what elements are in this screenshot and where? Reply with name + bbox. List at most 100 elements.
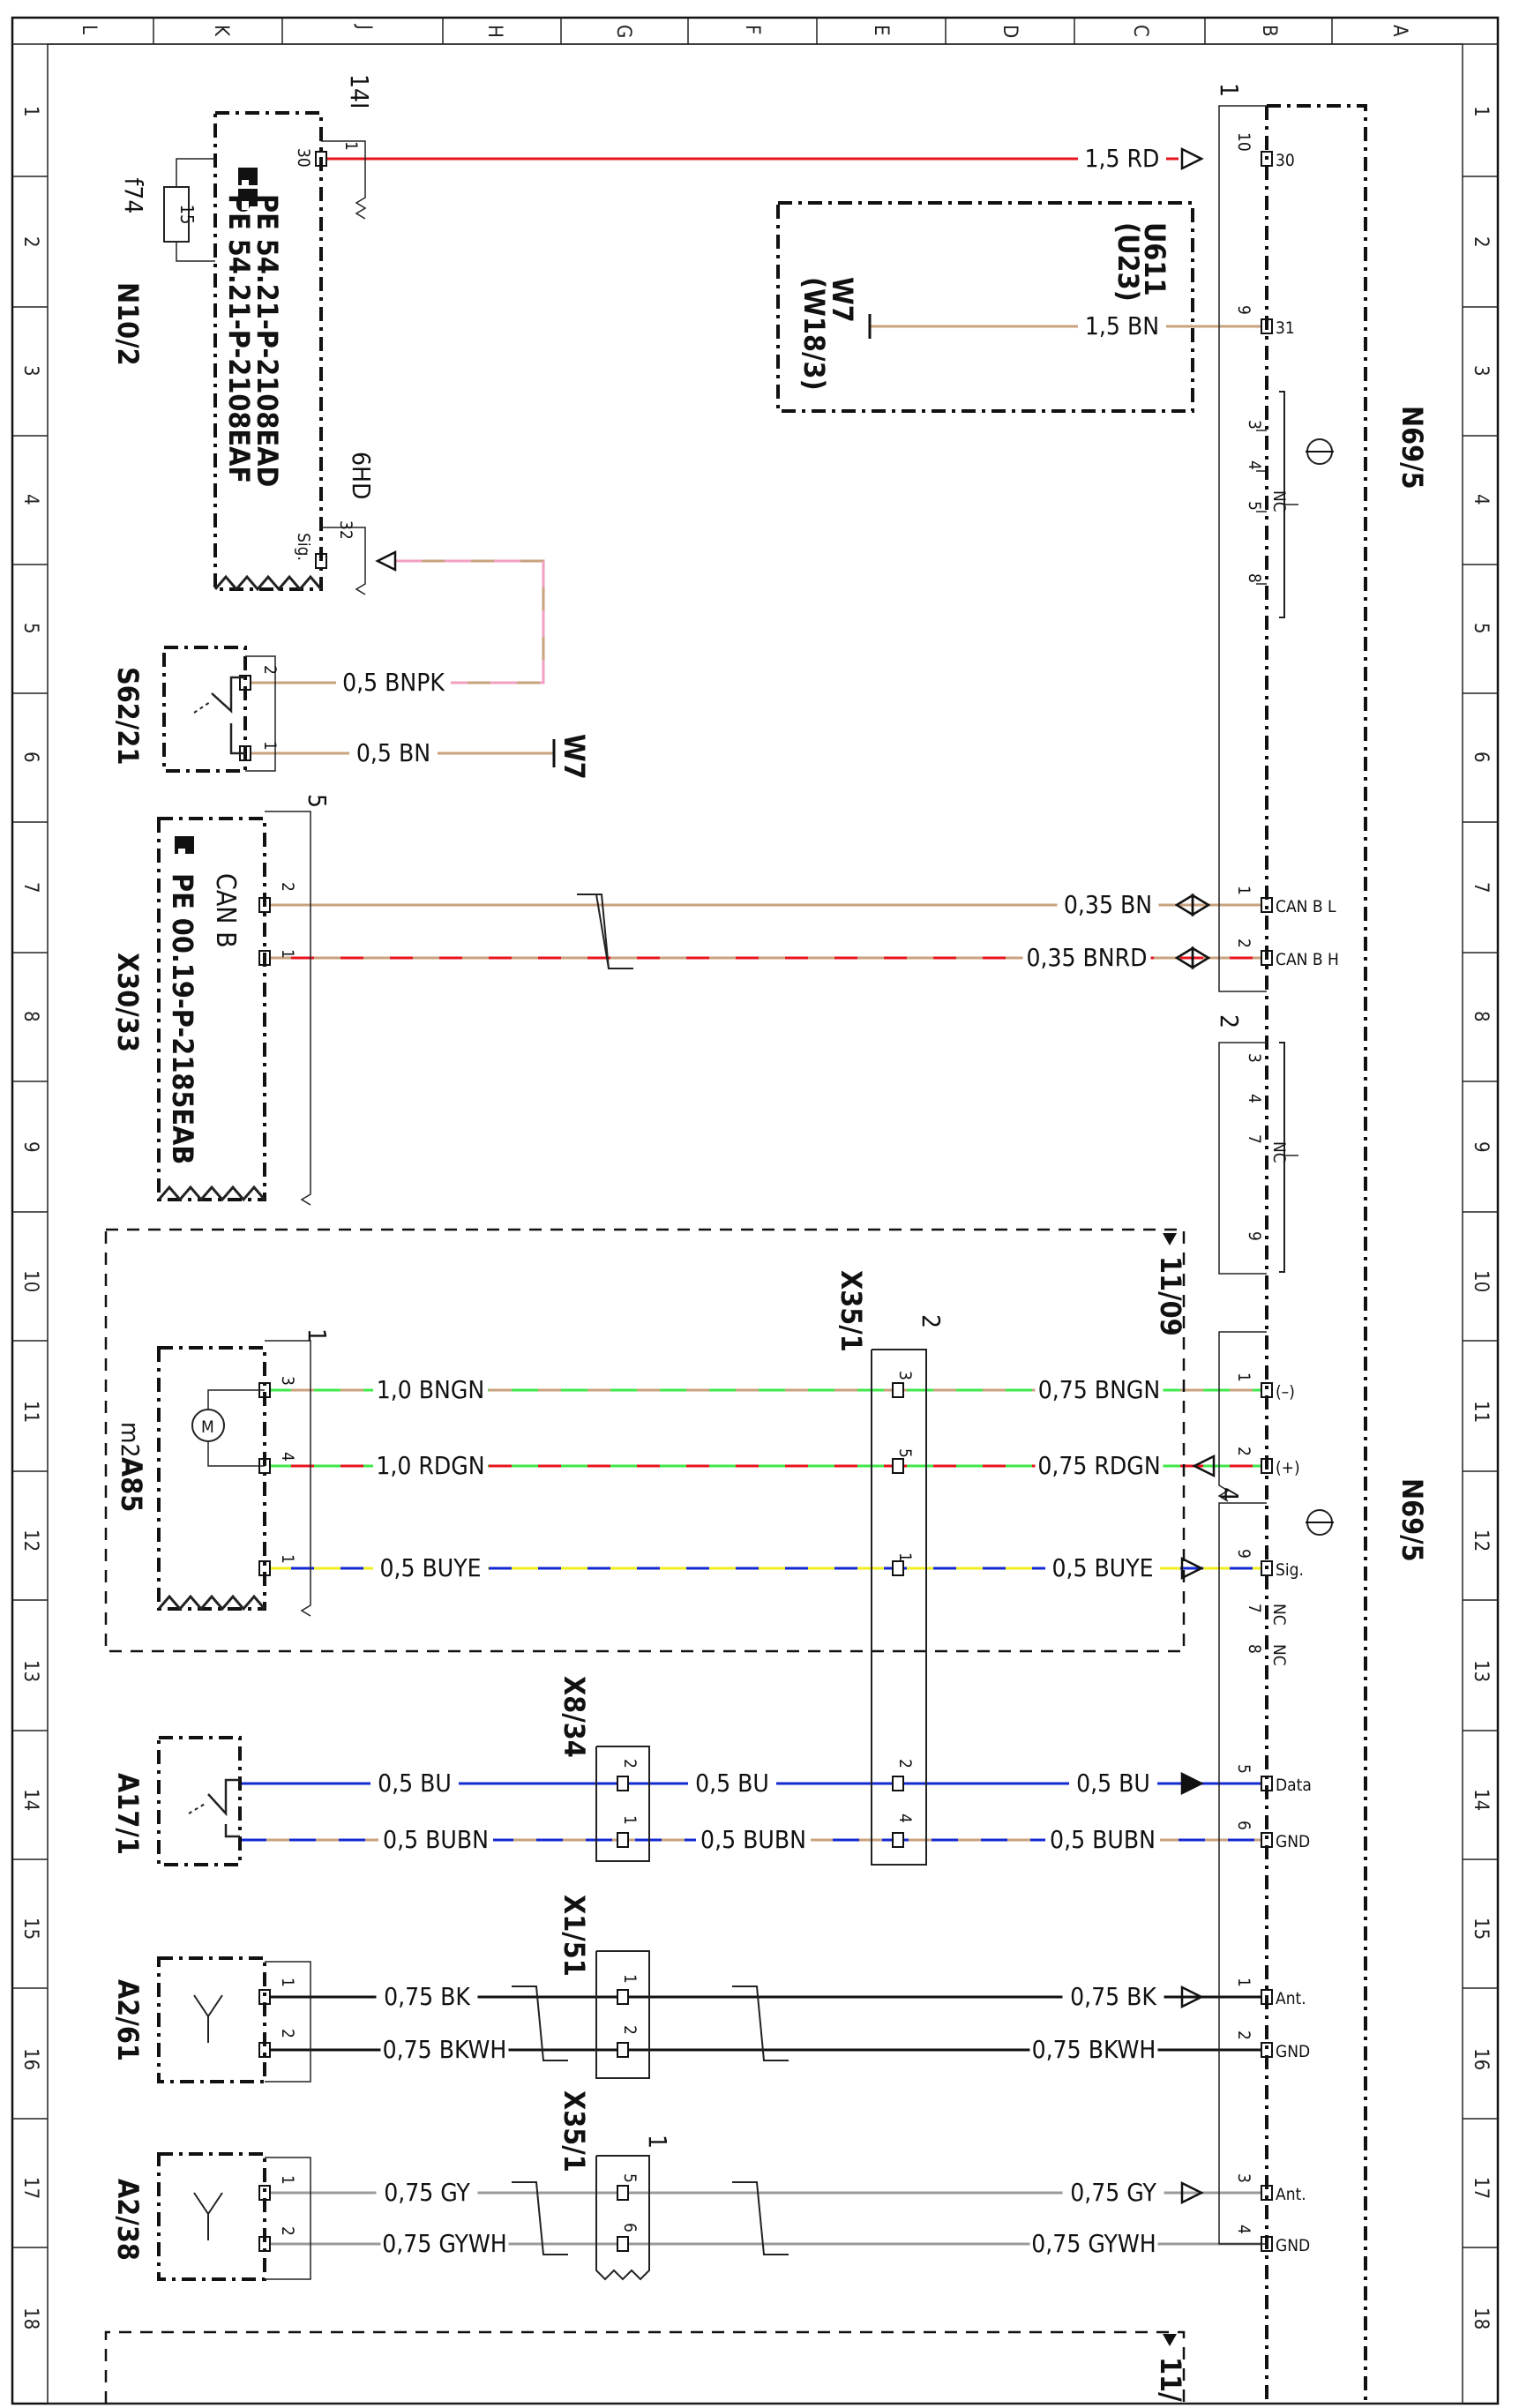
- label-bubn3-bg: [1045, 1828, 1160, 1852]
- label-bk1: 0,75 BK: [384, 1982, 471, 2011]
- n69-pin-9: 9: [1234, 305, 1253, 315]
- hand-icon-3: [175, 836, 194, 857]
- n69-5-block: 1 2 4 N69/5 N69/5 NC NC 3 4 5 8 3 4 7 9 …: [1215, 83, 1429, 2404]
- label-bu1-bg: [370, 1771, 459, 1796]
- wire-bnpk-stripe: [321, 559, 545, 684]
- arrow-bk: [1180, 1985, 1204, 2009]
- ground-symbol-2: [1306, 1509, 1334, 1536]
- a2-38-pin-1: 1: [278, 2175, 297, 2185]
- row-label-left: 1: [19, 106, 41, 117]
- nc-label-3: NC: [1269, 1604, 1289, 1626]
- arrow-canl-back: [1174, 893, 1194, 917]
- a17-1-block: A17/1: [111, 1736, 242, 1866]
- a17-1-label: A17/1: [111, 1773, 145, 1855]
- switch-lead: [229, 723, 245, 755]
- label-bu2: 0,5 BU: [695, 1769, 769, 1798]
- n69-b-pin-8: 8: [1245, 1644, 1264, 1654]
- row-label-left: 17: [19, 2177, 41, 2199]
- u611-outline: [776, 201, 1194, 413]
- pinbox-n69c: [1261, 1832, 1273, 1848]
- label-rdgn2-bg: [1035, 1454, 1164, 1478]
- antenna-icon-2: [193, 2192, 223, 2240]
- x8-34-label: X8/34: [557, 1676, 591, 1758]
- x30-33-label: X30/33: [111, 953, 145, 1052]
- n69-ref-1: 1: [1215, 83, 1244, 97]
- row-label-right: 3: [1470, 365, 1492, 377]
- column-label: E: [870, 25, 892, 36]
- w7-ref: W7: [557, 734, 591, 780]
- arrow-gy: [1180, 2180, 1204, 2205]
- nc-bracket-2: [1279, 1042, 1285, 1273]
- pinbox-x151: [617, 2042, 629, 2058]
- row-label-right: 14: [1470, 1789, 1492, 1811]
- x35-1-b-label: X35/1: [557, 2090, 591, 2172]
- motor-letter: M: [201, 1417, 214, 1437]
- x1-pin-2: 2: [620, 2025, 640, 2035]
- n69-pin-4: 4: [1245, 460, 1264, 470]
- a85-break: [157, 1594, 266, 1612]
- row-label-right: 2: [1470, 236, 1492, 248]
- n69-connector-1: [1218, 105, 1267, 992]
- fuse-id: f74: [119, 178, 148, 214]
- hand-icon-1: [238, 168, 258, 189]
- row-label-right: 11: [1470, 1401, 1492, 1423]
- label-bkwh2-bg: [1029, 2038, 1158, 2062]
- n69-pin-8: 8: [1245, 573, 1264, 583]
- w7-label: W7: [826, 277, 859, 323]
- a85-pin-4: 4: [278, 1452, 297, 1462]
- x30-33-outline: [157, 817, 266, 1201]
- arrow-rdgn: [1192, 1454, 1216, 1478]
- sig-canh: CAN B H: [1276, 950, 1339, 969]
- pinbox-a238: [258, 2185, 271, 2201]
- label-gy1: 0,75 GY: [384, 2178, 470, 2207]
- pin-30: 30: [294, 148, 313, 168]
- x1-51-block: X1/51 1 2: [557, 1895, 650, 2079]
- x8-pin-1: 1: [620, 1815, 640, 1825]
- row-label-left: 12: [19, 1529, 41, 1552]
- arrow-bu: [1180, 1771, 1204, 1796]
- a85-label: A85: [115, 1457, 148, 1512]
- ref-11-09: 11/09: [1154, 1256, 1187, 1336]
- a2-61-pin-1: 1: [278, 1978, 297, 1987]
- n69-b-pin-3b: 3: [1234, 2173, 1253, 2183]
- x30-pin-1: 1: [278, 949, 297, 959]
- a17-switch: [207, 1778, 240, 1817]
- a2-61-block: A2/61 1 2: [111, 1956, 311, 2083]
- pinbox-x35a: [892, 1560, 904, 1576]
- a2-38-outline: [157, 2152, 266, 2281]
- a17-switch-lead: [224, 1824, 240, 1838]
- sig-gnd3: GND: [1276, 2236, 1310, 2255]
- n10-2-connector-2: [321, 527, 366, 595]
- label-canl: 0,35 BN: [1064, 890, 1152, 919]
- row-label-left: 5: [19, 623, 41, 634]
- row-label-left: 7: [19, 882, 41, 894]
- label-bkwh1-bg: [380, 2038, 509, 2062]
- row-label-left: 9: [19, 1141, 41, 1153]
- pe-ref-1: PE 54.21-P-2108EAD: [251, 194, 284, 487]
- gy-twist-1: [512, 2181, 568, 2255]
- n69-ref-2: 2: [1215, 1014, 1244, 1028]
- label-bkwh2: 0,75 BKWH: [1032, 2035, 1156, 2064]
- ref-arrow-2: [1163, 2334, 1177, 2346]
- column-label: G: [612, 25, 634, 38]
- nc-label-2: NC: [1269, 1141, 1289, 1163]
- column-label: D: [999, 25, 1021, 38]
- n69-b-pin-1b: 1: [1234, 1978, 1253, 1987]
- pinbox-x351b: [617, 2236, 629, 2252]
- row-label-right: 13: [1470, 1660, 1492, 1682]
- label-bngn1: 1,0 BNGN: [377, 1375, 485, 1404]
- x1-51-body: [595, 1950, 650, 2079]
- ground-symbol-1: [1306, 438, 1334, 465]
- can-b-label: CAN B: [210, 873, 241, 948]
- label-bngn2-bg: [1035, 1378, 1164, 1402]
- column-label: L: [78, 25, 100, 34]
- x30-33-block: 5 CAN B PE 00.19-P-2185EAB X30/33 2 1: [111, 794, 332, 1206]
- a2-38-connector: [265, 2157, 311, 2280]
- pinbox-x8: [617, 1776, 629, 1791]
- sig-ant1: Ant.: [1276, 1989, 1306, 2008]
- a85-pin-1: 1: [278, 1554, 297, 1564]
- row-label-left: 11: [19, 1401, 41, 1423]
- label-w31-bg: [1078, 314, 1166, 339]
